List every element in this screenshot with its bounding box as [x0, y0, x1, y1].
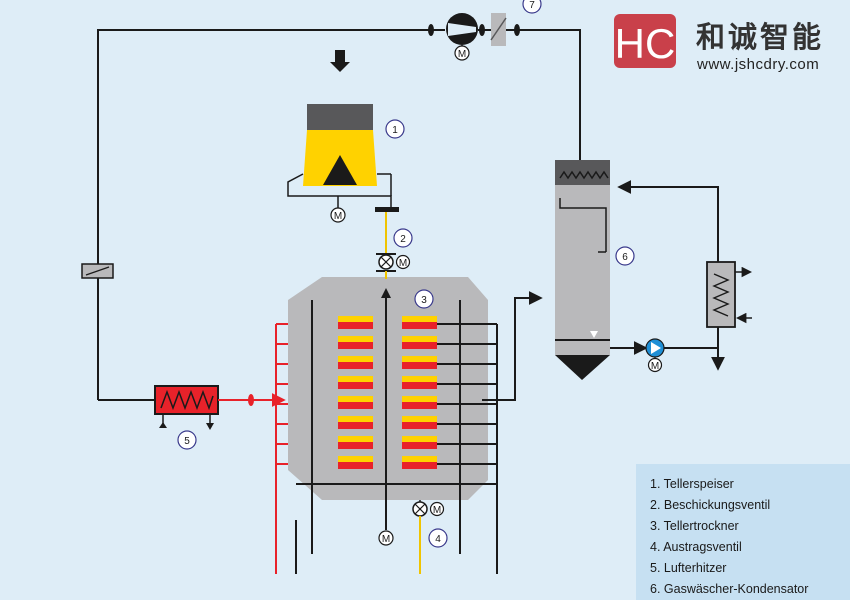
legend-item: 4. Austragsventil [650, 540, 742, 554]
svg-text:4: 4 [435, 534, 441, 545]
hot-air-flow-dot [248, 394, 254, 406]
exhaust-manifold [296, 323, 497, 485]
tray-row [338, 456, 437, 469]
tray-row [338, 356, 437, 369]
central-shaft: M [378, 288, 394, 546]
tray-row [338, 396, 437, 409]
legend-item: 5. Lufterhitzer [650, 561, 727, 575]
charging-valve: M [376, 253, 411, 272]
scrubber-condenser [555, 160, 610, 380]
motor-icon [647, 357, 663, 373]
legend-item: 1. Tellerspeiser [650, 477, 734, 491]
svg-text:HC: HC [615, 20, 676, 67]
svg-text:5: 5 [184, 436, 190, 447]
marker-1: 1 [385, 119, 405, 139]
motor-icon [378, 530, 394, 546]
company-name: 和诚智能 [696, 20, 825, 54]
motor-icon [429, 501, 445, 517]
motor-icon [454, 45, 470, 61]
exhaust-pipe [482, 291, 543, 401]
marker-6: 6 [615, 246, 635, 266]
legend-item: 6. Gaswäscher-Kondensator [650, 582, 809, 596]
gas-loop-flow-dots [428, 24, 520, 36]
legend-item: 2. Beschickungsventil [650, 498, 771, 512]
tray-row [338, 376, 437, 389]
legend-list: 1. Tellerspeiser 2. Beschickungsventil 3… [636, 464, 850, 600]
discharge-valve: M [412, 500, 445, 574]
valve2-motor-label: M [399, 258, 407, 269]
condensate-pump: M [610, 338, 718, 373]
dryer-trays [338, 316, 437, 469]
svg-text:6: 6 [622, 252, 628, 263]
marker-4: 4 [428, 528, 448, 548]
left-damper [81, 263, 114, 279]
shaft-motor-label: M [382, 534, 390, 545]
svg-text:2: 2 [400, 234, 406, 245]
circulation-fan: M [446, 13, 478, 61]
motor-icon [330, 207, 346, 223]
cooler [617, 180, 753, 371]
feeder-motor-label: M [334, 211, 342, 222]
tray-row [338, 316, 437, 329]
plate-feeder: M [287, 50, 399, 223]
svg-text:7: 7 [529, 0, 535, 11]
fan-motor-label: M [458, 49, 466, 60]
motor-icon [395, 254, 411, 270]
legend-panel: 1. Tellerspeiser 2. Beschickungsventil 3… [636, 464, 850, 600]
tray-row [338, 436, 437, 449]
air-heater [154, 385, 219, 430]
company-logo-mark: HC [614, 14, 676, 68]
filter-damper [490, 13, 507, 46]
legend-item: 3. Tellertrockner [650, 519, 739, 533]
valve4-motor-label: M [433, 505, 441, 516]
marker-3: 3 [414, 289, 434, 309]
plate-dryer-vessel [288, 277, 488, 500]
marker-5: 5 [177, 430, 197, 450]
svg-text:1: 1 [392, 125, 398, 136]
tray-row [338, 416, 437, 429]
marker-7: 7 [522, 0, 542, 14]
pump-motor-label: M [651, 361, 659, 372]
svg-text:3: 3 [421, 295, 427, 306]
marker-2: 2 [393, 228, 413, 248]
tray-row [338, 336, 437, 349]
company-website: www.jshcdry.com [697, 56, 820, 73]
dryer-internals [295, 300, 498, 574]
